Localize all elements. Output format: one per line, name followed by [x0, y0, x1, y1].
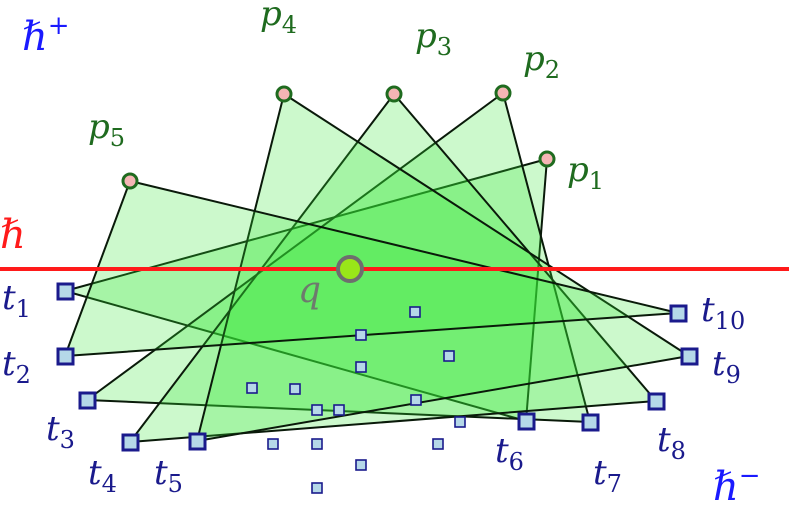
small-point: [267, 438, 279, 450]
t6-point: [517, 412, 536, 431]
label-t10: t10: [701, 290, 745, 335]
small-point: [246, 382, 258, 394]
label-h: ℏ: [0, 212, 26, 258]
label-t9: t9: [712, 344, 741, 389]
t5-point: [188, 432, 207, 451]
small-point: [355, 329, 367, 341]
t-points: [56, 282, 699, 452]
small-points: [246, 306, 466, 494]
label-h-plus: ℏ+: [22, 11, 70, 60]
label-t2: t2: [2, 344, 31, 389]
label-t4: t4: [88, 453, 117, 498]
p-points: [121, 84, 556, 190]
small-point: [311, 482, 323, 494]
t7-point: [581, 413, 600, 432]
label-p3: p3: [415, 16, 452, 61]
p1-point: [538, 150, 556, 168]
small-point: [289, 383, 301, 395]
label-t3: t3: [46, 409, 75, 454]
label-t6: t6: [495, 431, 524, 476]
small-point: [333, 404, 345, 416]
label-t5: t5: [154, 453, 183, 498]
t2-point: [56, 347, 75, 366]
t10-point: [669, 304, 688, 323]
p2-point: [494, 84, 512, 102]
p4-point: [275, 85, 293, 103]
label-q: q: [298, 270, 321, 311]
small-point: [410, 394, 422, 406]
label-t1: t1: [2, 278, 31, 323]
q-point: [336, 255, 364, 283]
small-point: [311, 404, 323, 416]
small-point: [409, 306, 421, 318]
t3-point: [78, 391, 97, 410]
p3-point: [385, 85, 403, 103]
small-point: [355, 361, 367, 373]
t8-point: [647, 392, 666, 411]
label-p4: p4: [260, 0, 297, 39]
t9-point: [680, 347, 699, 366]
label-t8: t8: [657, 420, 686, 465]
t1-point: [56, 282, 75, 301]
t4-point: [121, 433, 140, 452]
triangle-p1: [64, 158, 548, 422]
p5-point: [121, 172, 139, 190]
small-point: [355, 459, 367, 471]
label-p2: p2: [523, 39, 560, 84]
small-point: [311, 438, 323, 450]
small-point: [432, 438, 444, 450]
label-h-minus: ℏ−: [713, 461, 761, 506]
label-t7: t7: [593, 453, 622, 498]
small-point: [454, 416, 466, 428]
label-p5: p5: [88, 107, 125, 152]
label-p1: p1: [567, 150, 604, 195]
small-point: [443, 350, 455, 362]
